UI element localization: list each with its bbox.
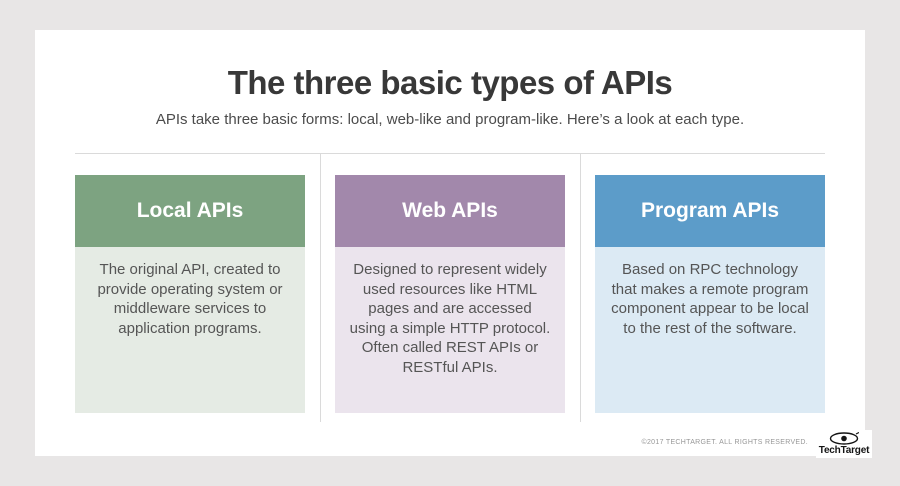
api-column-program: Program APIs Based on RPC technology tha… [595,175,825,413]
column-header-web: Web APIs [335,175,565,247]
techtarget-eye-icon [829,432,859,445]
infographic-card: The three basic types of APIs APIs take … [35,30,865,456]
column-title-program: Program APIs [640,199,780,222]
column-header-local: Local APIs [75,175,305,247]
column-body-web: Designed to represent widely used resour… [335,247,565,413]
columns-area: Local APIs The original API, created to … [75,153,825,422]
column-title-local: Local APIs [136,199,244,222]
column-header-program: Program APIs [595,175,825,247]
api-column-local: Local APIs The original API, created to … [75,175,305,413]
page-subtitle: APIs take three basic forms: local, web-… [155,111,745,128]
column-description-local: The original API, created to provide ope… [97,261,283,337]
column-description-web: Designed to represent widely used resour… [349,261,551,376]
column-description-program: Based on RPC technology that makes a rem… [611,261,809,337]
column-divider-2 [580,154,581,422]
techtarget-logo: TechTarget [816,430,872,458]
column-title-web: Web APIs [402,199,498,222]
techtarget-logo-text: TechTarget [818,445,870,456]
column-divider-1 [320,154,321,422]
column-body-program: Based on RPC technology that makes a rem… [595,247,825,413]
columns-row: Local APIs The original API, created to … [75,175,825,413]
page-title: The three basic types of APIs [227,64,673,101]
copyright-notice: ©2017 TECHTARGET. ALL RIGHTS RESERVED. [641,439,808,446]
column-body-local: The original API, created to provide ope… [75,247,305,413]
api-column-web: Web APIs Designed to represent widely us… [335,175,565,413]
